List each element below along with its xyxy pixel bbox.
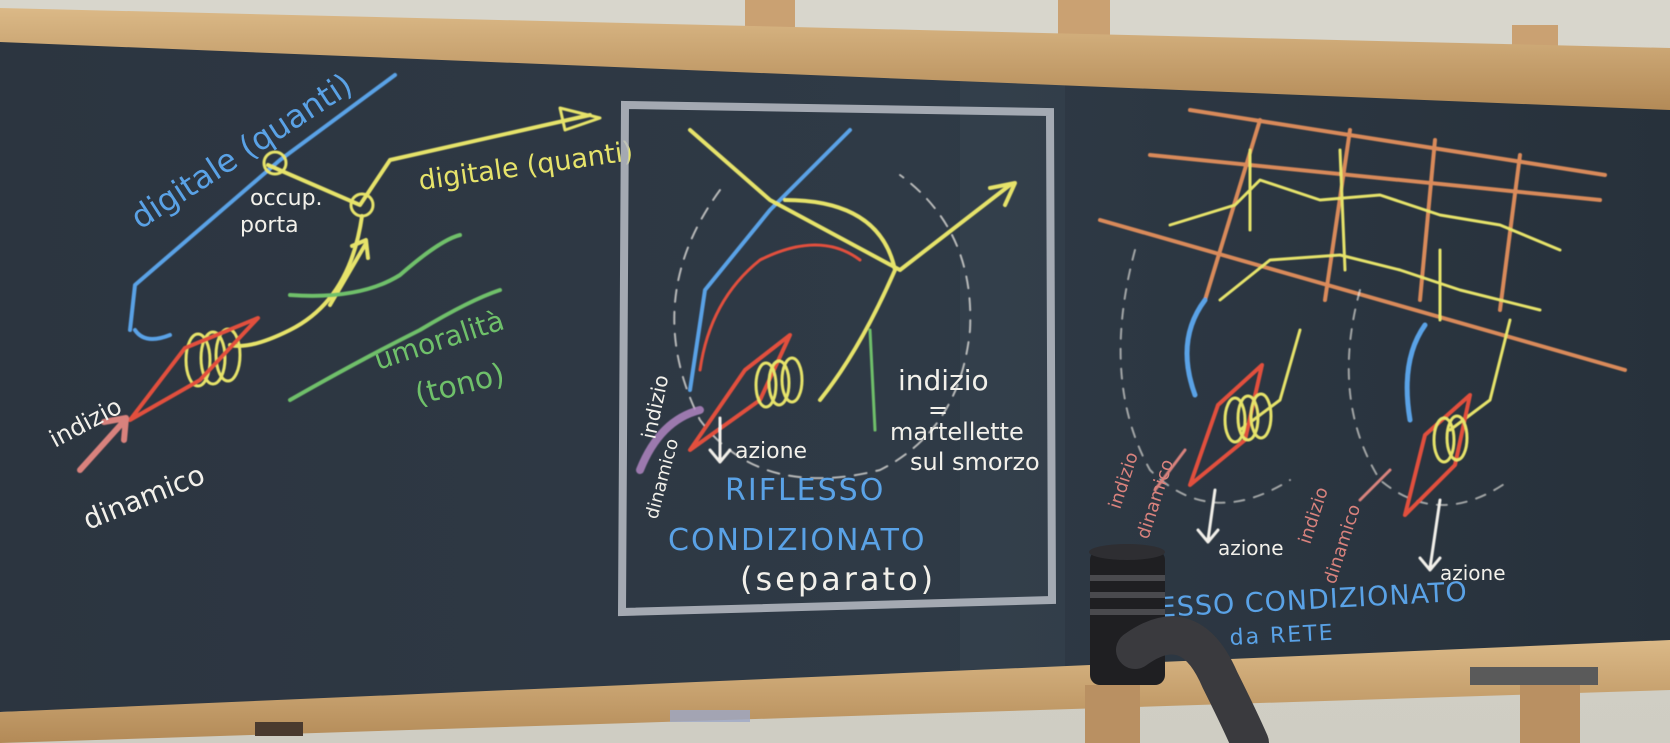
right-diagram xyxy=(1098,108,1627,572)
blue-arc-right-2 xyxy=(1404,322,1428,423)
label-condizionato-mid: CONDIZIONATO xyxy=(668,523,927,558)
label-azione-right-2: azione xyxy=(1440,561,1506,585)
label-equals: = xyxy=(928,396,948,424)
tray-support xyxy=(1085,685,1140,743)
blue-arc-right-1 xyxy=(1184,297,1208,398)
red-diamond-right-1 xyxy=(1188,363,1264,487)
label-separato: (separato) xyxy=(740,560,936,598)
green-tone-line-2 xyxy=(288,288,502,402)
wall-post xyxy=(745,0,795,30)
device-band xyxy=(1090,575,1165,581)
foreground-device xyxy=(1089,544,1269,743)
device-top xyxy=(1089,544,1165,560)
device-hose xyxy=(1116,616,1269,743)
device-band xyxy=(1090,592,1165,598)
blackboard-surface xyxy=(0,38,1670,712)
label-porta: porta xyxy=(240,213,299,238)
chalk-tray xyxy=(0,640,1670,743)
middle-frame-box xyxy=(617,100,1057,617)
red-curve-mid xyxy=(698,243,862,372)
white-arrow-right-1 xyxy=(1196,488,1220,544)
device-band xyxy=(1090,609,1165,615)
yellow-arrowhead-mid xyxy=(988,181,1017,207)
yellow-down-line xyxy=(228,214,364,348)
label-indizio-mid-right: indizio xyxy=(898,364,989,397)
dashed-circle-right-1 xyxy=(1119,249,1291,504)
blue-digital-line xyxy=(128,73,397,332)
white-arrow-right-2 xyxy=(1418,498,1442,572)
label-azione-mid: azione xyxy=(735,439,807,464)
pink-arrow xyxy=(77,415,129,473)
eraser-right xyxy=(1470,667,1598,685)
label-riflesso-rete-2: da RETE xyxy=(1229,621,1335,651)
yellow-curve-mid xyxy=(783,198,897,402)
yellow-line-mid xyxy=(688,128,1012,272)
blackboard-panel-shading xyxy=(960,62,1065,670)
label-martellette: martellette xyxy=(890,418,1024,446)
label-occup: occup. xyxy=(250,186,323,211)
indizio-smudge xyxy=(636,406,704,474)
white-arrow-mid xyxy=(708,416,732,464)
label-azione-right-1: azione xyxy=(1218,536,1284,560)
dashed-circle xyxy=(673,174,972,480)
red-diamond-mid xyxy=(688,333,792,452)
tray-support xyxy=(1520,680,1580,743)
middle-diagram xyxy=(636,128,1017,480)
left-diagram xyxy=(77,73,602,473)
chalk-pieces xyxy=(670,710,750,722)
spring-coils-right xyxy=(1223,392,1469,464)
yellow-arrowhead xyxy=(558,106,602,132)
pink-arrow-right-1 xyxy=(1153,448,1187,492)
label-sul-smorzo: sul smorzo xyxy=(910,448,1040,476)
red-diamond-right-2 xyxy=(1403,393,1472,517)
label-riflesso: RIFLESSO xyxy=(725,473,885,508)
green-tone-line xyxy=(288,233,462,298)
spring-coil-mid xyxy=(754,356,804,409)
yellow-digital-line xyxy=(266,113,592,207)
red-diamond xyxy=(128,316,260,422)
green-line-mid xyxy=(868,328,877,432)
frame-top xyxy=(0,8,1670,110)
chalk-eraser xyxy=(255,722,303,736)
blue-line-mid xyxy=(688,128,852,392)
network-grid xyxy=(1098,108,1627,372)
yellow-node xyxy=(262,150,288,176)
blue-curve xyxy=(133,328,172,341)
pink-arrow-right-2 xyxy=(1358,468,1392,502)
dashed-circle-right-2 xyxy=(1347,289,1511,506)
